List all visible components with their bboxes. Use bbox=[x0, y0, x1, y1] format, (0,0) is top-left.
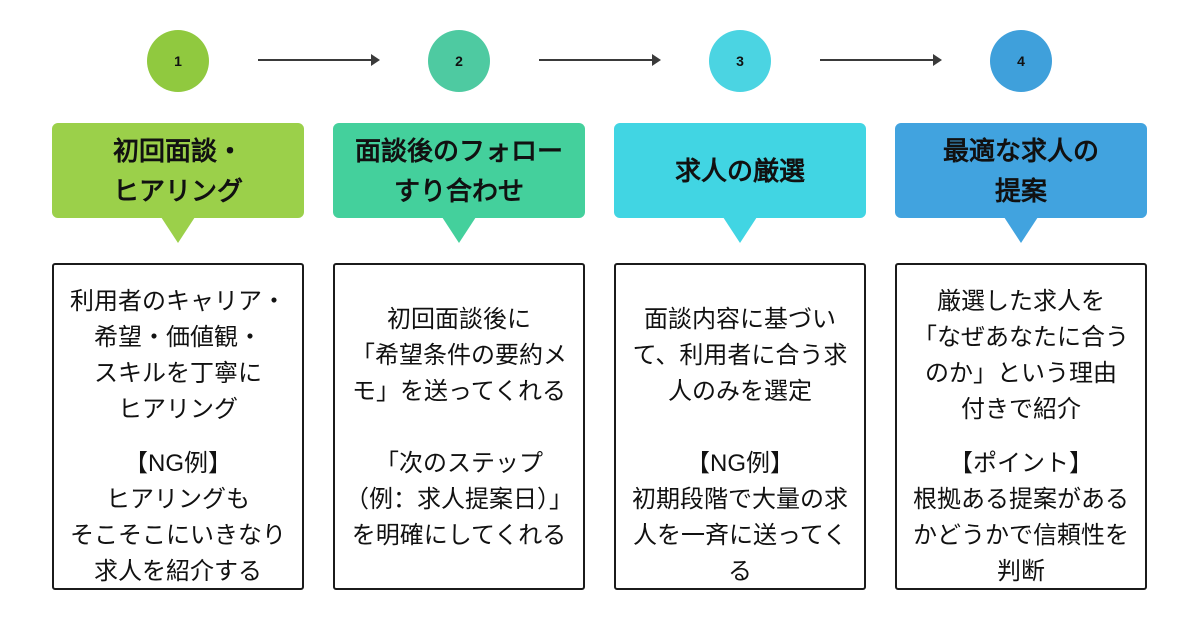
step-2-detail-box: 初回面談後に 「希望条件の要約メ モ」を送ってくれる 「次のステップ （例：求人… bbox=[333, 263, 585, 590]
step-4-description: 厳選した求人を 「なぜあなたに合う のか」という理由 付きで紹介 bbox=[913, 287, 1129, 423]
step-1-circle: 1 bbox=[147, 30, 209, 92]
step-4-pointer bbox=[1004, 217, 1038, 243]
step-2-title: 面談後のフォロー すり合わせ bbox=[354, 135, 563, 206]
arrow-head-icon bbox=[652, 54, 661, 66]
arrow-line bbox=[820, 59, 935, 61]
arrow-line bbox=[258, 59, 373, 61]
step-1-pointer bbox=[161, 217, 195, 243]
step-3-title: 求人の厳選 bbox=[674, 155, 805, 186]
step-4-header: 最適な求人の 提案 bbox=[895, 123, 1147, 243]
arrow-line bbox=[539, 59, 654, 61]
step-2-description: 初回面談後に 「希望条件の要約メ モ」を送ってくれる bbox=[351, 305, 567, 405]
arrow-head-icon bbox=[371, 54, 380, 66]
step-3-description: 面談内容に基づい て、利用者に合う求 人のみを選定 bbox=[632, 305, 848, 405]
step-4-detail-box: 厳選した求人を 「なぜあなたに合う のか」という理由 付きで紹介 【ポイント】 … bbox=[895, 263, 1147, 590]
arrow-head-icon bbox=[933, 54, 942, 66]
step-2-number: 2 bbox=[455, 53, 463, 69]
step-3-header: 求人の厳選 bbox=[614, 123, 866, 243]
step-2-pointer bbox=[442, 217, 476, 243]
step-3-circle: 3 bbox=[709, 30, 771, 92]
step-1-header: 初回面談・ ヒアリング bbox=[52, 123, 304, 243]
step-3-detail-box: 面談内容に基づい て、利用者に合う求 人のみを選定 【NG例】 初期段階で大量の… bbox=[614, 263, 866, 590]
step-1-ng-example: 【NG例】 ヒアリングも そこそこにいきなり 求人を紹介する bbox=[70, 450, 286, 585]
step-4-circle: 4 bbox=[990, 30, 1052, 92]
arrow-step3-to-step4 bbox=[820, 53, 942, 67]
step-2-followup-note: 「次のステップ （例：求人提案日）」 を明確にしてくれる bbox=[345, 450, 573, 549]
step-3-number: 3 bbox=[736, 53, 744, 69]
step-3-ng-example: 【NG例】 初期段階で大量の求 人を一斉に送ってく る bbox=[632, 450, 848, 585]
step-4-point-note: 【ポイント】 根拠ある提案がある かどうかで信頼性を 判断 bbox=[913, 450, 1129, 585]
step-1-title: 初回面談・ ヒアリング bbox=[112, 135, 243, 206]
step-2-header: 面談後のフォロー すり合わせ bbox=[333, 123, 585, 243]
step-2-circle: 2 bbox=[428, 30, 490, 92]
arrow-step1-to-step2 bbox=[258, 53, 380, 67]
step-4-title: 最適な求人の 提案 bbox=[942, 135, 1099, 206]
step-1-number: 1 bbox=[174, 53, 182, 69]
step-3-pointer bbox=[723, 217, 757, 243]
step-4-number: 4 bbox=[1017, 53, 1025, 69]
step-1-detail-box: 利用者のキャリア・ 希望・価値観・ スキルを丁寧に ヒアリング 【NG例】 ヒア… bbox=[52, 263, 304, 590]
arrow-step2-to-step3 bbox=[539, 53, 661, 67]
step-1-description: 利用者のキャリア・ 希望・価値観・ スキルを丁寧に ヒアリング bbox=[70, 287, 286, 423]
